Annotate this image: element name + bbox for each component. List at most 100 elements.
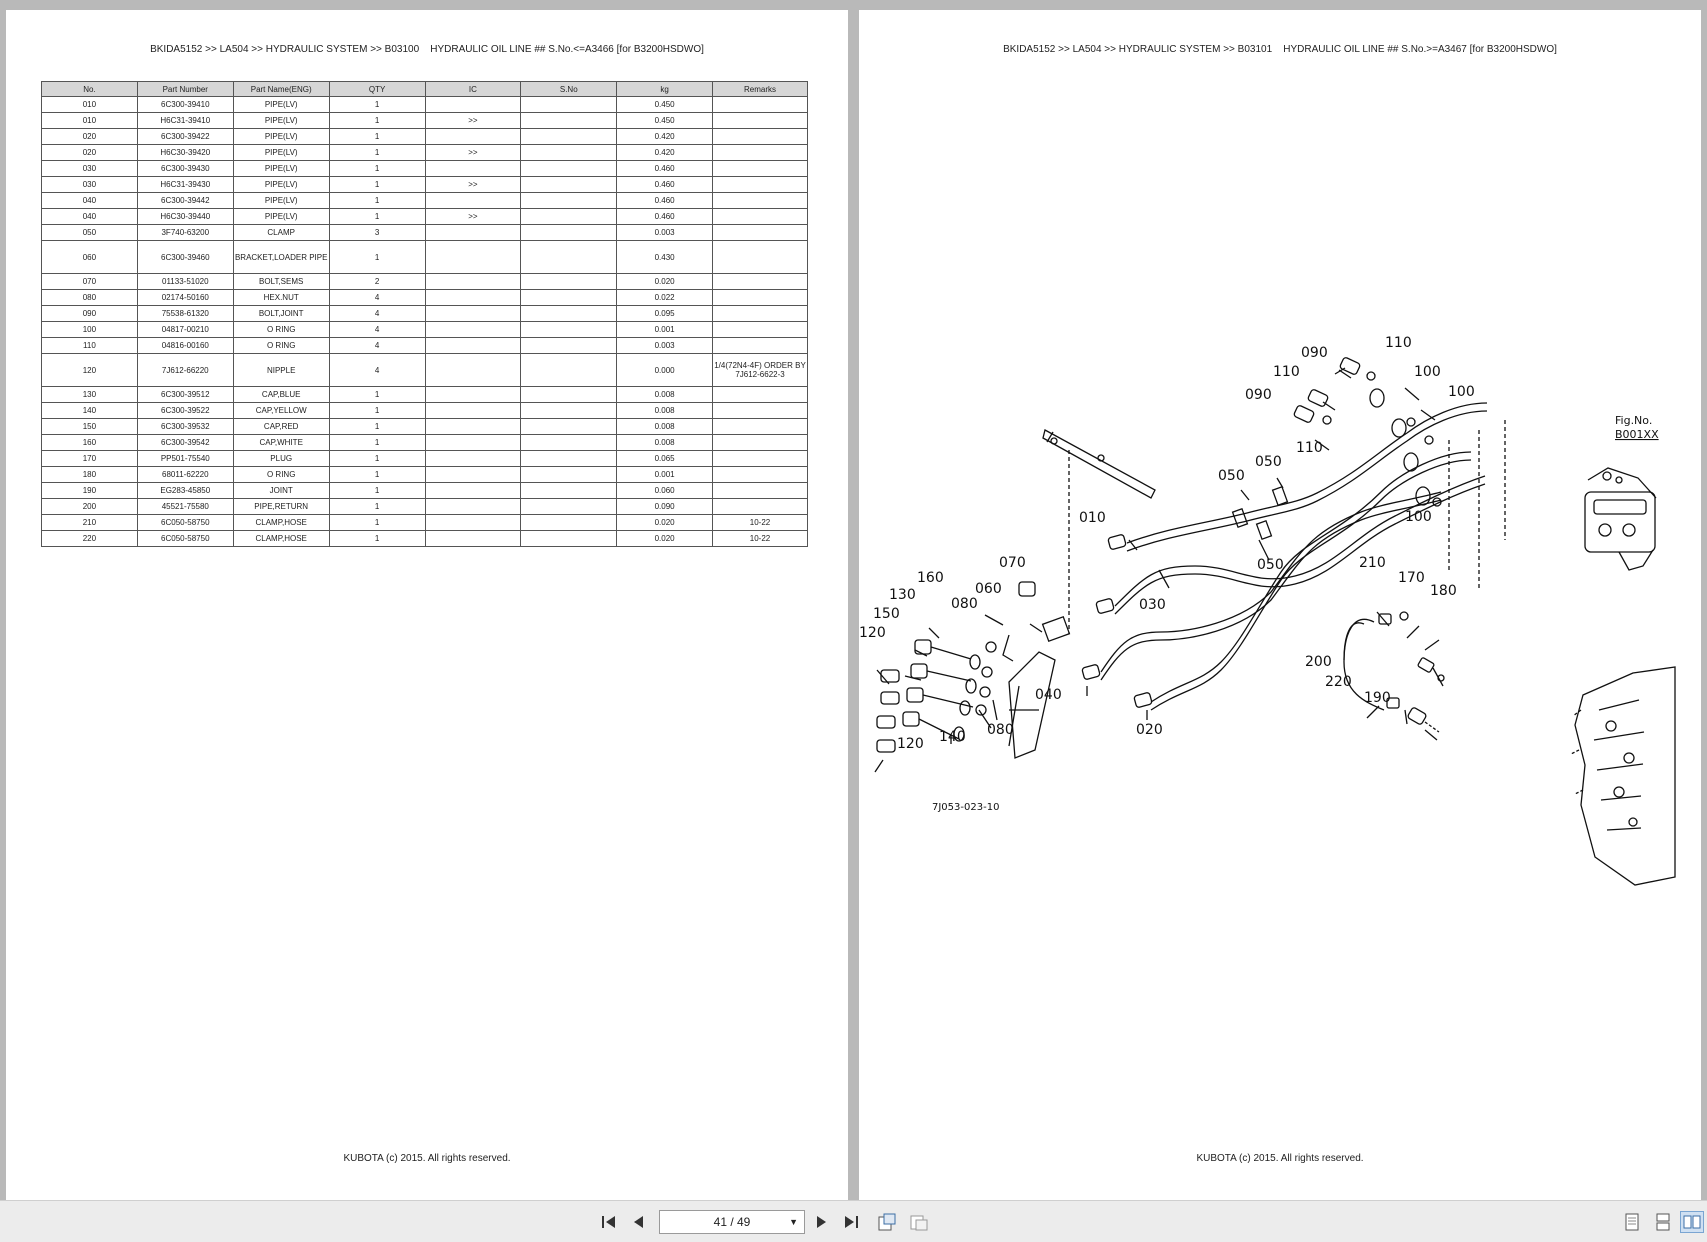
table-cell [424,353,522,387]
table-cell [712,337,808,354]
two-page-view-button[interactable] [1680,1211,1704,1233]
table-cell [712,128,808,145]
table-cell [712,321,808,338]
table-cell: >> [424,144,522,161]
table-cell [520,386,618,403]
table-cell: 120 [41,353,138,387]
fit-page-button[interactable] [875,1211,899,1233]
table-cell [424,273,522,290]
column-header: QTY [328,81,426,97]
table-cell: BOLT,SEMS [232,273,330,290]
table-cell: EG283-45850 [136,482,234,499]
table-cell: 040 [41,192,138,209]
table-cell [520,192,618,209]
table-cell: 1 [328,402,426,419]
table-cell: 1 [328,450,426,467]
table-cell [520,128,618,145]
callout-label: 100 [1414,364,1441,380]
table-cell: O RING [232,466,330,483]
table-cell: 6C050-58750 [136,514,234,531]
table-cell [520,144,618,161]
next-page-button[interactable] [809,1211,833,1233]
table-cell [712,450,808,467]
table-cell: 45521-75580 [136,498,234,515]
table-cell [424,482,522,499]
table-cell [424,450,522,467]
table-cell: 130 [41,386,138,403]
callout-label: 020 [1136,722,1163,738]
table-cell [520,273,618,290]
table-cell [520,305,618,322]
table-cell: PIPE(LV) [232,208,330,225]
table-cell: 0.020 [616,273,714,290]
table-cell [520,224,618,241]
table-cell: 200 [41,498,138,515]
table-cell: PIPE(LV) [232,128,330,145]
table-cell: 140 [41,402,138,419]
loader-bracket-drawing [1042,429,1156,634]
table-cell: 6C050-58750 [136,530,234,547]
table-cell: 1 [328,530,426,547]
table-cell: 1 [328,482,426,499]
table-cell: 020 [41,144,138,161]
first-page-button[interactable] [597,1211,621,1233]
drawing-code: 7J053-023-10 [932,802,999,813]
table-cell: 0.430 [616,240,714,274]
table-cell [712,224,808,241]
fit-width-icon [910,1215,928,1231]
callout-label: 050 [1218,468,1245,484]
callout-label: 010 [1079,510,1106,526]
table-cell: 6C300-39542 [136,434,234,451]
continuous-view-button[interactable] [1651,1211,1675,1233]
table-cell: PIPE(LV) [232,96,330,113]
callout-label: 070 [999,555,1026,571]
table-cell: 070 [41,273,138,290]
table-cell [520,353,618,387]
table-cell [712,144,808,161]
table-cell: >> [424,112,522,129]
control-valve-drawing [1584,467,1657,571]
previous-page-icon [634,1216,643,1228]
right-page: BKIDA5152 >> LA504 >> HYDRAULIC SYSTEM >… [859,10,1701,1200]
table-cell: 6C300-39422 [136,128,234,145]
last-page-button[interactable] [839,1211,863,1233]
table-cell [520,450,618,467]
table-cell [712,96,808,113]
table-cell: 0.000 [616,353,714,387]
table-cell: 4 [328,305,426,322]
table-cell: 6C300-39522 [136,402,234,419]
table-cell [424,337,522,354]
callout-label: 090 [1301,345,1328,361]
table-cell [424,434,522,451]
page-number-input[interactable]: 41 / 49 ▼ [659,1210,805,1234]
first-page-icon [602,1216,615,1228]
callout-label: 090 [1245,387,1272,403]
fit-width-button[interactable] [907,1211,931,1233]
table-cell [712,498,808,515]
table-cell [712,160,808,177]
table-cell: 220 [41,530,138,547]
callout-label: 130 [889,587,916,603]
callout-label: 110 [1296,440,1323,456]
single-page-view-button[interactable] [1620,1211,1644,1233]
table-cell [520,160,618,177]
table-cell: 1 [328,96,426,113]
column-header: Remarks [712,81,808,97]
table-cell: 0.460 [616,176,714,193]
table-cell: 01133-51020 [136,273,234,290]
previous-page-button[interactable] [627,1211,651,1233]
table-cell [424,128,522,145]
table-cell [520,514,618,531]
table-cell: 1 [328,240,426,274]
table-cell [424,402,522,419]
